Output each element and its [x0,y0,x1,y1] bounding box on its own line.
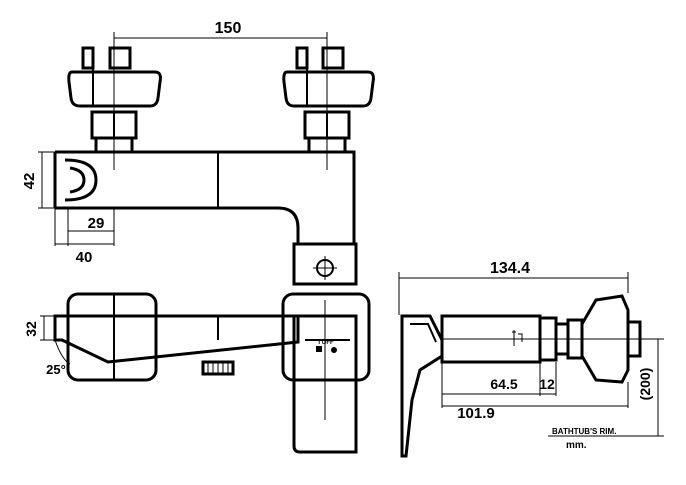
dimension-29-40: 29 40 [54,208,115,266]
dimension-134: 134.4 [398,260,629,315]
dim-101-label: 101.9 [457,405,495,422]
dim-200-label: (200) [637,368,653,401]
dimension-150: 150 [113,20,328,170]
dimension-64-12-101: 64.5 12 101.9 [441,362,629,422]
dim-150-label: 150 [215,20,242,37]
rim-note: BATHTUB'S RIM. [552,427,616,436]
top-view: 150 [21,20,375,286]
dim-134-label: 134.4 [490,260,530,277]
left-connector [67,46,162,154]
main-body-top [53,150,358,286]
dimension-angle: 25° [46,339,71,377]
front-view: I OFF 32 25° [23,292,371,454]
dim-32-label: 32 [23,321,39,337]
dim-12-label: 12 [539,376,555,392]
dim-42-label: 42 [21,173,38,190]
dimension-42: 42 [21,151,56,209]
unit-note: mm. [566,440,587,451]
side-view: 134.4 64.5 12 101.9 [398,260,664,458]
dim-angle-label: 25° [46,362,66,377]
dim-40-label: 40 [76,249,93,266]
dimension-32: 32 [23,315,56,341]
handle-mark: I OFF [318,340,334,346]
dim-64-label: 64.5 [490,376,517,392]
dimension-200: (200) [548,338,664,437]
dim-29-label: 29 [88,215,105,232]
right-connector [282,46,375,154]
